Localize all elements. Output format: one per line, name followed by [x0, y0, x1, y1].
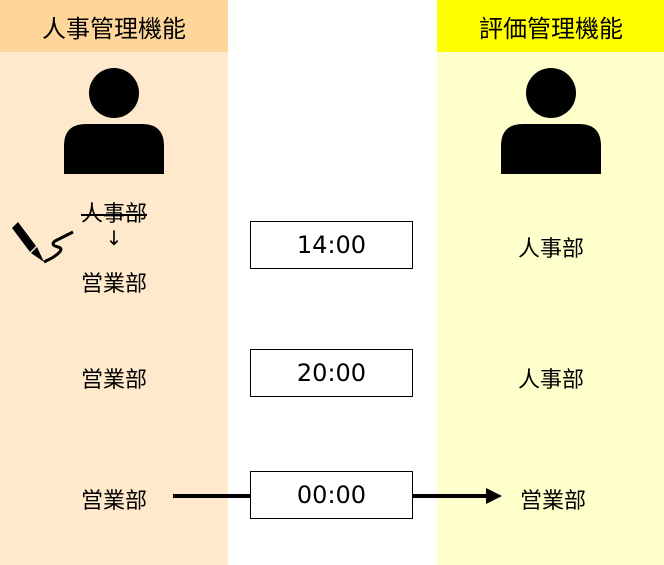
old-department: 人事部	[80, 202, 148, 227]
department-row2: 営業部	[80, 368, 148, 393]
department-row3: 営業部	[519, 489, 587, 514]
hr-management-column: 人事管理機能 人事部 ↓ 営業部 営業部 営業部	[0, 0, 228, 565]
new-department: 営業部	[80, 272, 148, 297]
department-row2: 人事部	[517, 368, 585, 393]
arrowhead-icon	[486, 488, 502, 504]
time-box-1: 14:00	[250, 221, 413, 269]
evaluation-management-column: 評価管理機能 人事部 人事部 営業部	[437, 0, 664, 565]
department-row3: 営業部	[80, 489, 148, 514]
department-row1: 人事部	[517, 237, 585, 262]
evaluation-management-header: 評価管理機能	[437, 0, 664, 52]
user-icon	[64, 68, 164, 174]
time-box-3: 00:00	[250, 471, 413, 519]
user-icon	[501, 68, 601, 174]
time-box-2: 20:00	[250, 349, 413, 397]
hr-management-header: 人事管理機能	[0, 0, 228, 52]
pen-icon	[12, 222, 74, 264]
change-arrow: ↓	[105, 226, 123, 250]
